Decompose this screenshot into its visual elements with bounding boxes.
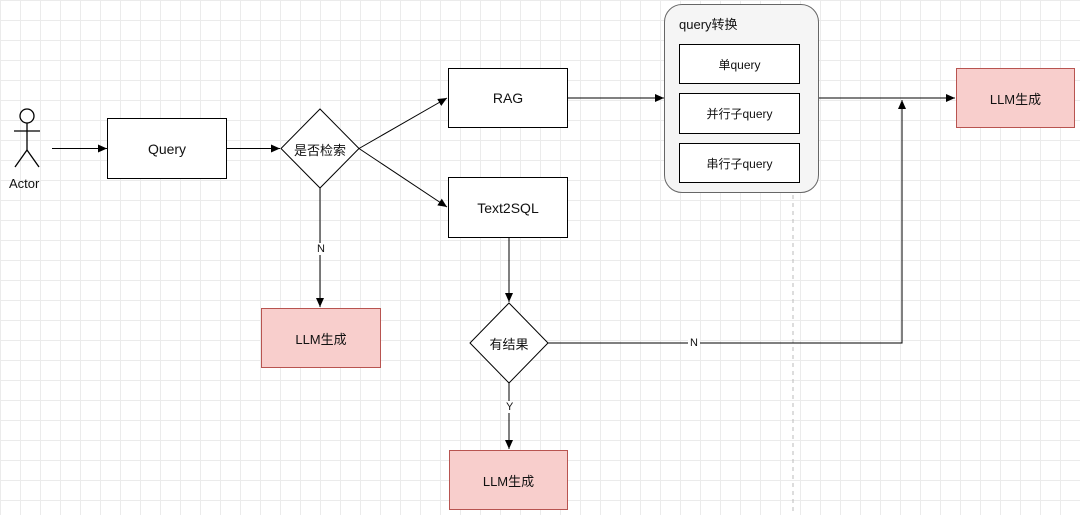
retrieve-decision-label: 是否检索 <box>293 142 346 158</box>
llm-generate-node-bottom[interactable]: LLM生成 <box>449 450 568 510</box>
llm-generate-node-left[interactable]: LLM生成 <box>261 308 381 368</box>
query-transform-title: query转换 <box>679 17 738 32</box>
parallel-subquery-node[interactable]: 并行子query <box>679 93 800 134</box>
edge-label-result-no: N <box>688 337 700 349</box>
query-node[interactable]: Query <box>107 118 227 179</box>
edge-decision-to-rag <box>358 97 448 149</box>
edge-label-retrieve-no: N <box>315 243 327 255</box>
edge-result-no-to-top <box>548 100 906 344</box>
single-query-node[interactable]: 单query <box>679 44 800 84</box>
actor-head <box>19 108 35 124</box>
llm-generate-node-right[interactable]: LLM生成 <box>956 68 1075 128</box>
edge-decision-to-text2sql <box>358 148 448 208</box>
serial-subquery-node[interactable]: 串行子query <box>679 143 800 183</box>
text2sql-node[interactable]: Text2SQL <box>448 177 568 238</box>
has-result-decision-label: 有结果 <box>489 336 529 352</box>
actor-figure[interactable] <box>14 108 40 168</box>
actor-label: Actor <box>9 176 40 191</box>
edge-label-result-yes: Y <box>504 401 516 413</box>
rag-node[interactable]: RAG <box>448 68 568 128</box>
